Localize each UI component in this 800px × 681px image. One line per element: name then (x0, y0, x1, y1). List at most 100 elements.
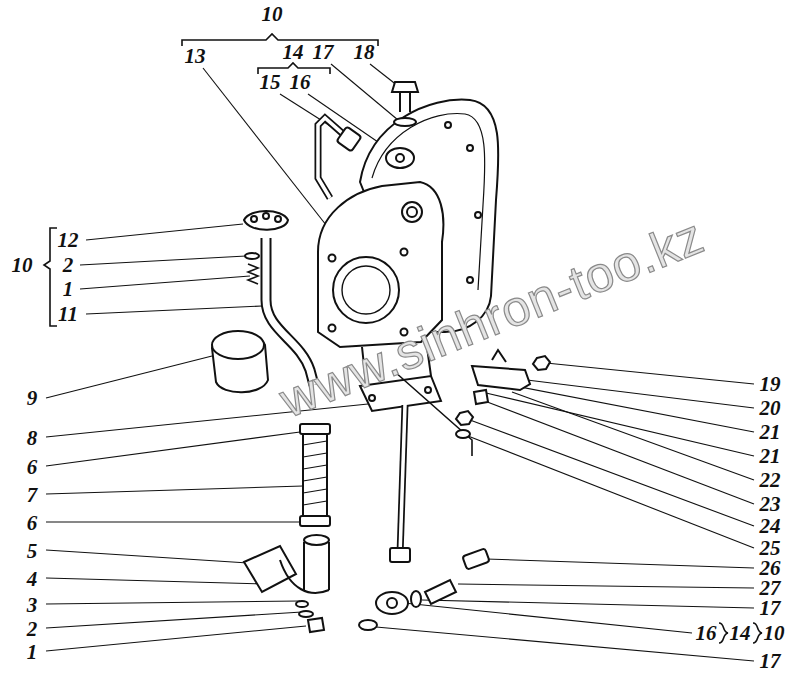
drain-hose-part (300, 424, 330, 434)
oil-return-pipe-part (462, 548, 489, 569)
turbine-volute-part (475, 212, 481, 218)
oil-return-pipe-part (400, 405, 405, 555)
oil-return-pipe-part (400, 405, 405, 555)
turbine-volute-part (467, 145, 473, 151)
compressor-housing-part (402, 202, 422, 222)
oil-pipe-left-part (251, 216, 257, 222)
leader-lines-part (80, 256, 246, 265)
callout-number: 1 (63, 279, 74, 300)
oil-feed-pipe-part (396, 154, 404, 162)
brackets-part (753, 623, 762, 643)
brackets (44, 34, 762, 643)
clamp-set (456, 350, 550, 438)
leader-lines-part (546, 363, 754, 384)
callout-number: 24 (760, 516, 781, 537)
leader-lines-part (46, 486, 303, 494)
leader-lines-part (46, 578, 268, 584)
callout-number: 23 (760, 494, 781, 515)
oil-pipe-left-part (248, 264, 258, 284)
compressor-housing-part (333, 257, 399, 323)
callout-number: 27 (760, 578, 781, 599)
leader-lines-part (468, 436, 754, 548)
leader-lines-part (512, 392, 754, 480)
callout-number: 2 (63, 255, 74, 276)
clamp-set-part (492, 350, 506, 362)
callout-number: 14 (283, 42, 304, 63)
oil-pipe-left-part (263, 213, 269, 219)
callout-number: 7 (27, 485, 38, 506)
oil-feed-pipe-part (392, 82, 418, 92)
compressor-housing-part (329, 325, 336, 332)
oil-feed-pipe (318, 82, 418, 198)
leader-lines-part (203, 68, 330, 230)
callout-number: 19 (760, 374, 781, 395)
drain-hose-part (303, 430, 327, 520)
callout-number: 22 (760, 470, 781, 491)
callout-number: 4 (27, 569, 38, 590)
callout-number: 15 (260, 72, 281, 93)
drain-hose-part (296, 601, 308, 607)
callout-number: 17 (760, 598, 781, 619)
callout-number: 17 (760, 651, 781, 672)
clamp-set-part (456, 411, 473, 425)
oil-feed-pipe-part (336, 126, 361, 151)
drain-hose-part (304, 535, 329, 545)
callout-number: 16 (290, 72, 311, 93)
turbine-volute-part (467, 277, 473, 283)
leader-lines-part (46, 521, 300, 522)
oil-pipe-left-part (244, 211, 288, 230)
drain-hose-part (300, 516, 330, 526)
leader-lines-part (505, 384, 754, 432)
callout-number: 14 (730, 623, 751, 644)
leader-lines-part (46, 626, 306, 651)
leader-lines-part (46, 432, 300, 466)
callout-number: 6 (27, 457, 38, 478)
callout-number: 10 (262, 4, 283, 25)
oil-pipe-left-part (245, 253, 259, 259)
callout-number: 21 (760, 446, 781, 467)
oil-feed-pipe-part (394, 118, 416, 126)
leader-lines-part (527, 380, 754, 408)
drain-hose (244, 424, 330, 632)
oil-feed-pipe-part (400, 92, 410, 112)
leader-lines-part (486, 559, 754, 568)
turbine-volute-part (445, 122, 451, 128)
compressor-housing-part (401, 249, 408, 256)
oil-return-pipe-part (425, 580, 456, 604)
brackets-part (719, 623, 728, 643)
clamp-set-part (472, 366, 530, 390)
compressor-housing-part (407, 207, 417, 217)
oil-pipe-left-part (266, 238, 314, 385)
leader-lines-part (470, 420, 754, 526)
oil-pipe-left-part (275, 216, 281, 222)
oil-return-pipe-part (387, 598, 397, 608)
leader-lines-part (482, 400, 754, 504)
oil-return-pipe-part (376, 592, 408, 614)
clamp-set-part (456, 430, 470, 438)
callout-number: 3 (27, 595, 38, 616)
drain-hose-part (303, 441, 327, 505)
clamp-set-part (533, 356, 550, 370)
compressor-housing-part (425, 387, 431, 393)
leader-lines-part (486, 393, 754, 456)
compressor-housing-part (369, 395, 375, 401)
brackets-part (44, 228, 57, 326)
callout-number: 25 (760, 538, 781, 559)
callout-number: 11 (58, 304, 78, 325)
compressor-housing-part (329, 255, 336, 262)
drain-hose-part (308, 618, 324, 632)
callout-number: 21 (760, 422, 781, 443)
drain-hose-part (299, 611, 313, 617)
callout-number: 1 (27, 642, 38, 663)
leader-lines-part (46, 601, 300, 604)
leader-lines-part (46, 550, 248, 563)
oil-return-pipe-part (390, 548, 410, 562)
clamp-set-part (474, 390, 488, 404)
callout-number: 5 (27, 541, 38, 562)
compressor-housing-part (342, 266, 390, 314)
drain-hose-part (244, 546, 296, 592)
callout-number: 10 (12, 255, 33, 276)
oil-feed-pipe-part (386, 148, 414, 168)
callout-number: 16 (696, 623, 717, 644)
